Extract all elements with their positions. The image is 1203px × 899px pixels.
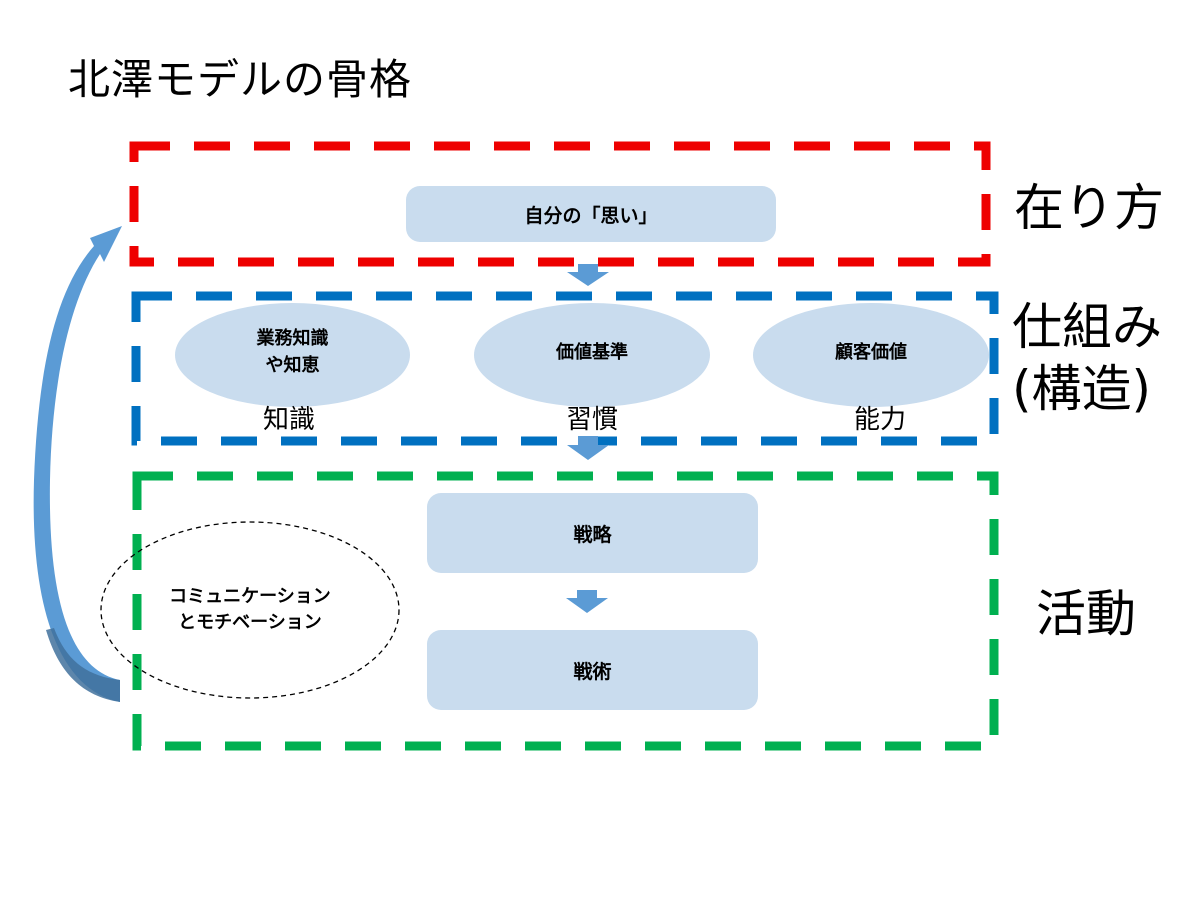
structure-item-customer-value: 顧客価値 xyxy=(753,303,989,407)
down-arrow-icon xyxy=(567,264,609,286)
structure-layer-frame xyxy=(131,291,999,446)
feedback-curved-arrow-icon xyxy=(33,226,122,702)
structure-label-line2: (構造) xyxy=(1012,360,1152,418)
down-arrow-icon xyxy=(567,436,609,460)
activity-layer-label: 活動 xyxy=(1036,585,1136,643)
communication-text: コミュニケーション とモチベーション xyxy=(120,584,380,636)
structure-label-line1: 仕組み xyxy=(1012,298,1162,356)
activity-layer-frame xyxy=(132,471,999,751)
strategy-text: 戦略 xyxy=(573,523,612,546)
structure-item-text-line1: 顧客価値 xyxy=(835,341,907,363)
structure-item-values: 価値基準 xyxy=(474,303,710,407)
caption-ability: 能力 xyxy=(853,405,906,435)
page-title: 北澤モデルの骨格 xyxy=(68,55,413,104)
caption-habit: 習慣 xyxy=(565,405,618,435)
communication-line1: コミュニケーション xyxy=(169,586,331,607)
structure-item-text-line2: や知恵 xyxy=(265,355,320,376)
strategy-box: 戦略 xyxy=(427,493,758,573)
self-belief-text: 自分の「思い」 xyxy=(524,204,658,227)
communication-ellipse xyxy=(100,521,400,699)
structure-item-text-line1: 価値基準 xyxy=(556,341,628,363)
tactics-box: 戦術 xyxy=(427,630,758,710)
self-belief-box: 自分の「思い」 xyxy=(406,186,776,242)
structure-item-knowledge: 業務知識 や知恵 xyxy=(175,303,410,407)
caption-knowledge: 知識 xyxy=(262,405,315,435)
structure-item-text-line1: 業務知識 xyxy=(256,328,329,349)
tactics-text: 戦術 xyxy=(573,660,612,683)
structure-layer-label: 仕組み (構造) xyxy=(1012,296,1162,420)
down-arrow-icon xyxy=(566,590,608,613)
communication-line2: とモチベーション xyxy=(178,612,322,633)
being-layer-frame xyxy=(129,141,991,267)
being-layer-label: 在り方 xyxy=(1014,179,1164,237)
